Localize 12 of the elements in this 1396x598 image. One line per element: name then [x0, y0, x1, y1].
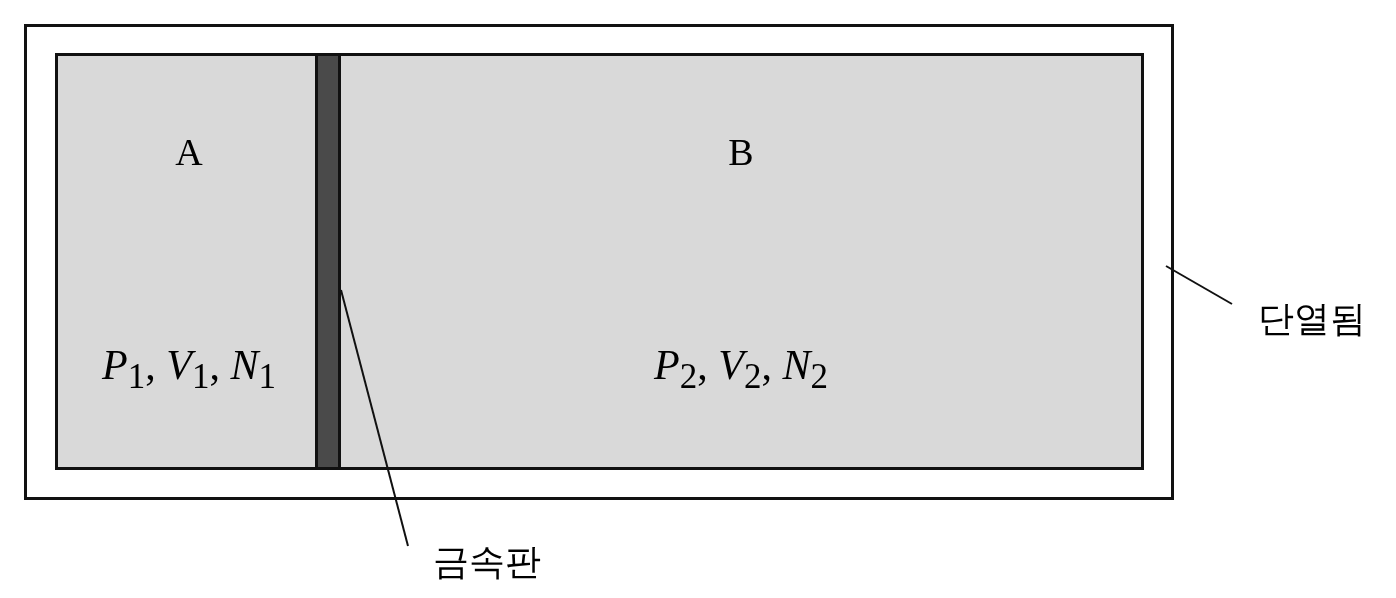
state-variables: P$_{1}$, V$_{1}$, N$_{1}$ — [102, 340, 276, 398]
gas-chamber — [341, 53, 1144, 470]
callout-label: 단열됨 — [1236, 294, 1388, 344]
leader-line — [340, 289, 409, 547]
region-label: A — [175, 130, 203, 174]
metal-plate — [315, 53, 341, 470]
state-variables: P$_{2}$, V$_{2}$, N$_{2}$ — [654, 340, 828, 398]
leader-line — [1165, 265, 1233, 305]
insulated-wall — [24, 24, 1174, 500]
callout-label: 금속판 — [412, 536, 562, 588]
gas-chamber — [55, 53, 318, 470]
region-label: B — [728, 130, 754, 174]
